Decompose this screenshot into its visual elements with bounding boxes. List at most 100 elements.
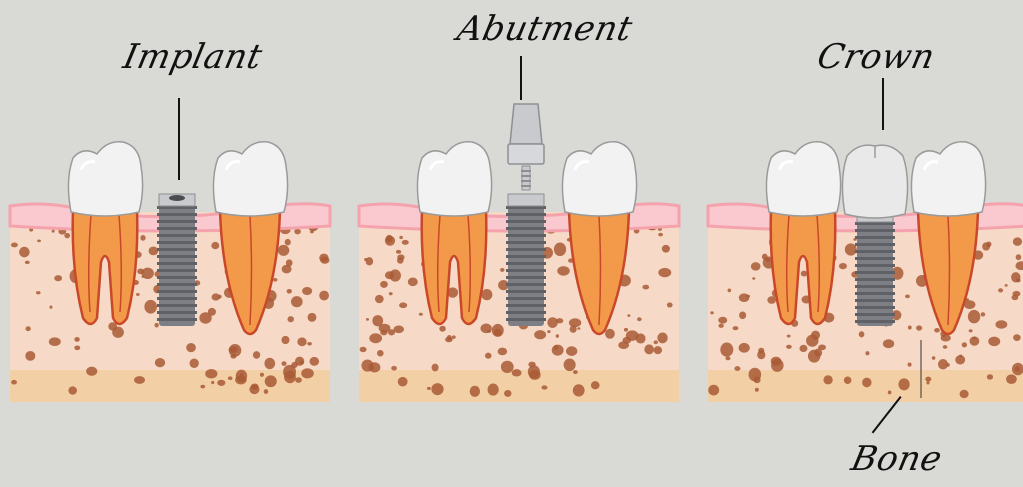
bone-speck <box>396 250 401 254</box>
bone-speck <box>229 346 238 353</box>
bone-speck <box>728 288 732 292</box>
bone-speck <box>570 325 577 332</box>
implant-thread <box>157 318 197 321</box>
bone-speck <box>140 235 145 241</box>
implant-thread <box>157 213 197 216</box>
abutment-piece <box>508 104 544 190</box>
bone-speck <box>771 357 782 366</box>
bone-speck <box>786 345 792 349</box>
implant-thread <box>157 290 197 293</box>
bone-speck <box>264 389 269 394</box>
implant-thread <box>855 306 895 309</box>
implant-thread <box>855 250 895 253</box>
bone-speck <box>260 373 264 377</box>
bone-speck <box>273 278 278 282</box>
bone-speck <box>654 340 658 344</box>
abutment-thread <box>521 170 531 172</box>
bone-speck <box>624 328 628 332</box>
bone-speck <box>319 254 328 262</box>
bone-speck <box>380 281 388 288</box>
implant-thread <box>855 271 895 274</box>
bone-speck <box>265 375 277 387</box>
bone-speck <box>308 313 317 322</box>
bone-speck <box>212 293 220 300</box>
bone-speck <box>11 380 17 385</box>
bone-speck <box>1005 284 1008 287</box>
crown-leader-line <box>882 78 884 130</box>
bone-speck <box>591 381 600 389</box>
bone-speck <box>500 268 504 272</box>
bone-speck <box>657 333 667 344</box>
implant-thread <box>157 311 197 314</box>
bone-speck <box>141 276 144 278</box>
bone-speck <box>439 326 446 332</box>
bone-speck <box>37 239 41 242</box>
bone-speck <box>480 324 491 334</box>
bone-speck <box>569 318 581 327</box>
bone-speck <box>366 257 374 265</box>
bone-speck <box>554 243 566 257</box>
bone-speck <box>757 350 765 359</box>
implant-thread <box>506 262 546 265</box>
bone-speck <box>369 333 382 343</box>
implant-thread <box>855 299 895 302</box>
bone-speck <box>1015 366 1020 371</box>
bone-speck <box>375 295 384 303</box>
bone-speck <box>230 354 236 359</box>
implant-thread <box>157 241 197 244</box>
bone-speck <box>504 390 511 397</box>
implant-thread <box>157 262 197 265</box>
implant-thread <box>157 227 197 230</box>
bone-speck <box>452 335 456 339</box>
implant-thread <box>855 292 895 295</box>
bone-speck <box>310 230 314 233</box>
bone-speck <box>733 326 739 330</box>
bone-speck <box>1011 295 1018 300</box>
bone-speck <box>708 385 719 396</box>
bone-speck <box>25 351 35 361</box>
bone-speck <box>360 347 367 352</box>
bone-speck <box>379 324 391 333</box>
bone-speck <box>916 325 922 330</box>
bone-speck <box>190 358 199 368</box>
tooth-crown <box>562 142 636 216</box>
bone-speck <box>399 236 403 239</box>
bone-speck <box>1013 334 1021 341</box>
bone-speck <box>534 330 546 339</box>
bone-speck <box>1006 374 1017 384</box>
bone-speck <box>908 325 912 329</box>
bone-speck <box>839 263 847 269</box>
bone-speck <box>155 358 165 367</box>
bone-speck <box>294 229 301 235</box>
bone-speck <box>925 377 931 382</box>
implant-thread <box>506 283 546 286</box>
implant-thread <box>506 227 546 230</box>
implant-thread <box>157 220 197 223</box>
bone-speck <box>637 317 642 321</box>
bone-speck <box>862 378 871 388</box>
bone-speck <box>946 363 950 367</box>
bone-speck <box>377 350 384 356</box>
bone-speck <box>808 350 820 363</box>
bone-speck <box>556 334 559 338</box>
bone-speck <box>285 239 291 245</box>
bone-speck <box>144 300 157 314</box>
bone-speck <box>564 358 576 371</box>
bone-speck <box>998 288 1003 292</box>
implant-thread <box>506 248 546 251</box>
tooth-crown <box>213 142 287 216</box>
bone-speck <box>498 348 507 356</box>
implant-thread <box>506 318 546 321</box>
tooth-crown <box>417 142 491 216</box>
bone-speck <box>419 313 423 316</box>
bone-speck <box>605 329 615 339</box>
bone-speck <box>799 345 807 352</box>
implant-thread <box>157 248 197 251</box>
bone-speck <box>969 329 973 332</box>
bone-speck <box>366 318 369 321</box>
bone-speck <box>287 289 292 294</box>
bone-speck <box>432 364 439 372</box>
bone-speck <box>26 326 31 331</box>
bone-speck <box>309 357 319 366</box>
implant-thread <box>506 213 546 216</box>
